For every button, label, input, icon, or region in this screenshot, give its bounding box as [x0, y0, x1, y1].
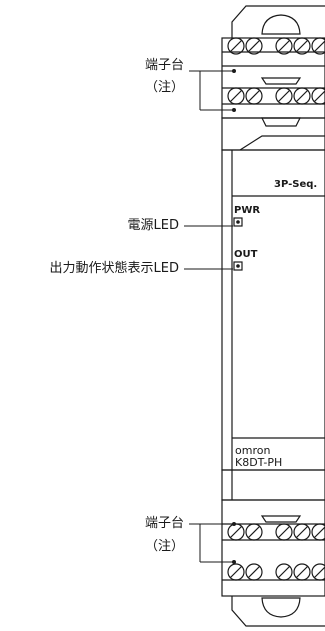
leader-lines: [184, 70, 234, 563]
model-name: K8DT-PH: [235, 456, 283, 469]
pwr-led: [233, 217, 243, 227]
top-screws-row2: [227, 87, 325, 105]
top-clip-hole: [261, 14, 301, 35]
bottom-terminal-label: 端子台: [144, 516, 184, 531]
pwr-label: PWR: [234, 205, 261, 216]
top-terminal-note: （注）: [144, 80, 184, 95]
bottom-clip: [231, 596, 325, 627]
lower-housing: [221, 469, 325, 501]
top-terminal-label: 端子台: [144, 58, 184, 73]
out-label: OUT: [234, 249, 258, 260]
bottom-clip-hole: [261, 597, 301, 618]
upper-housing: [221, 117, 325, 151]
bottom-terminal-block: [221, 499, 325, 597]
brand-logo: omron: [235, 444, 271, 457]
model-tag: 3P-Seq.: [274, 179, 318, 190]
bottom-terminal-note: （注）: [144, 539, 184, 554]
power-led-label: 電源LED: [127, 218, 179, 233]
bottom-screws-row2: [227, 563, 325, 581]
top-screws-row1: [227, 37, 325, 55]
bottom-screws-row1: [227, 523, 325, 541]
output-led-label: 出力動作状態表示LED: [49, 261, 179, 276]
out-led: [233, 261, 243, 271]
top-clip: [231, 5, 325, 38]
main-body: [221, 149, 325, 471]
